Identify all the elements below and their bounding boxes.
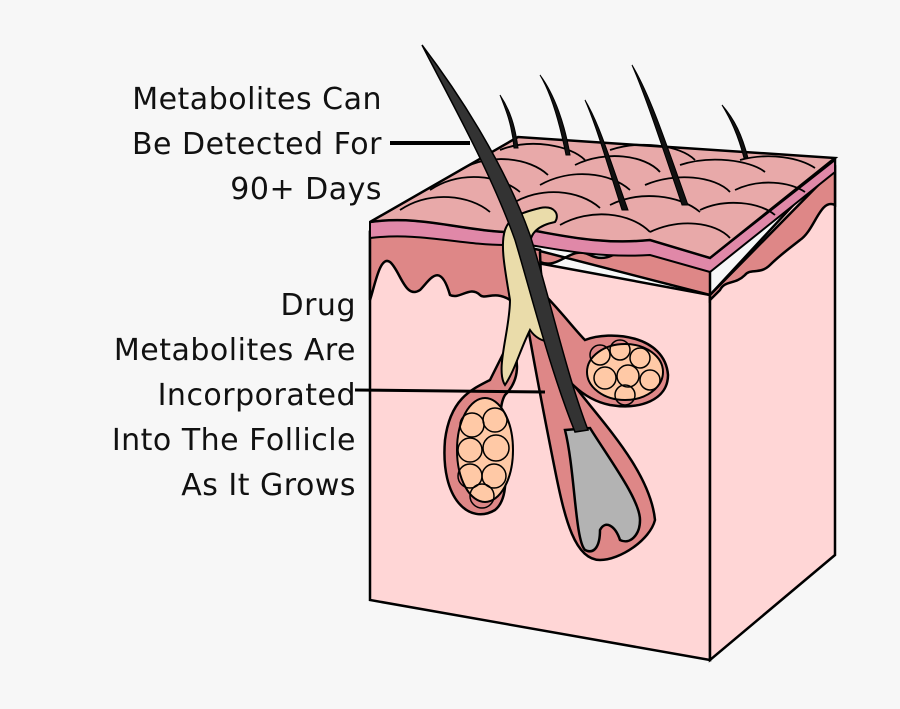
gland-cells-right — [586, 343, 664, 401]
pointer-line-middle — [354, 388, 546, 394]
gland-cell-outlines-right — [589, 339, 661, 406]
epidermis-right — [708, 164, 837, 304]
label-detection-window: Metabolites Can Be Detected For 90+ Days — [132, 77, 382, 212]
hair-bulb — [563, 426, 642, 553]
label-follicle-incorporation: Drug Metabolites Are Incorporated Into T… — [112, 283, 356, 508]
label-line: Incorporated — [157, 378, 356, 413]
label-line: Be Detected For — [131, 127, 382, 162]
label-line: Metabolites Can — [132, 82, 382, 117]
label-line: Drug — [280, 288, 356, 323]
surface-hairs — [499, 64, 749, 211]
label-line: As It Grows — [181, 468, 356, 503]
hair-shaft — [421, 44, 590, 433]
label-line: Into The Follicle — [111, 423, 356, 458]
label-line: Metabolites Are — [113, 333, 356, 368]
gland-cell-outlines-left — [457, 407, 510, 509]
gland-cells-left — [456, 397, 514, 503]
skin-scales — [399, 143, 816, 239]
label-line: 90+ Days — [230, 172, 382, 207]
